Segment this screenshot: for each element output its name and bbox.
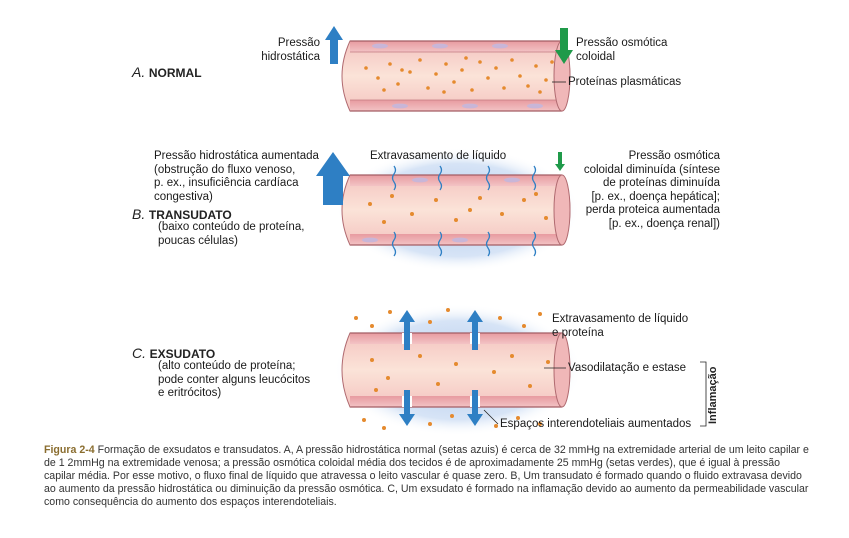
fluid-extravasation-label: Extravasamento de líquido [370,150,506,164]
inflammation-label: Inflamação [707,367,719,424]
osmotic-decreased-arrow-icon [555,152,565,171]
panel-a-heading: A. NORMAL [132,65,202,81]
panel-b-letter: B. [132,206,145,222]
panel-b-subtitle: (baixo conteúdo de proteína, poucas célu… [158,221,304,248]
figure-caption: Figura 2-4 Formação de exsudatos e trans… [44,444,814,509]
fluid-protein-extravasation-label: Extravasamento de líquido e proteína [552,313,688,340]
increased-hydrostatic-label: Pressão hidrostática aumentada (obstruçã… [154,150,319,204]
plasma-proteins-label: Proteínas plasmáticas [568,76,681,90]
inflammation-bracket-label: Inflamação [707,362,721,422]
panel-a-title: NORMAL [149,66,202,80]
inflammation-bracket [700,362,706,426]
vasodilation-label: Vasodilatação e estase [568,362,686,376]
osmotic-pressure-label: Pressão osmótica coloidal [576,37,667,64]
hydrostatic-arrow-up-icon [325,26,343,64]
panel-a-letter: A. [132,64,145,80]
panel-c-letter: C. [132,345,146,361]
decreased-osmotic-label: Pressão osmótica coloidal diminuída (sín… [572,150,720,231]
vessel-normal [342,41,570,111]
interendothelial-gaps-label: Espaços interendoteliais aumentados [500,418,691,432]
figure-number: Figura 2-4 [44,444,95,456]
panel-b-title: TRANSUDATO [149,208,232,222]
figure-caption-text: Formação de exsudatos e transudatos. A, … [44,444,809,508]
panel-c-subtitle: (alto conteúdo de proteína; pode conter … [158,360,310,401]
hydrostatic-pressure-label: Pressão hidrostática [232,37,320,64]
panel-c-title: EXSUDATO [150,347,216,361]
vessel-transudate [342,166,570,256]
